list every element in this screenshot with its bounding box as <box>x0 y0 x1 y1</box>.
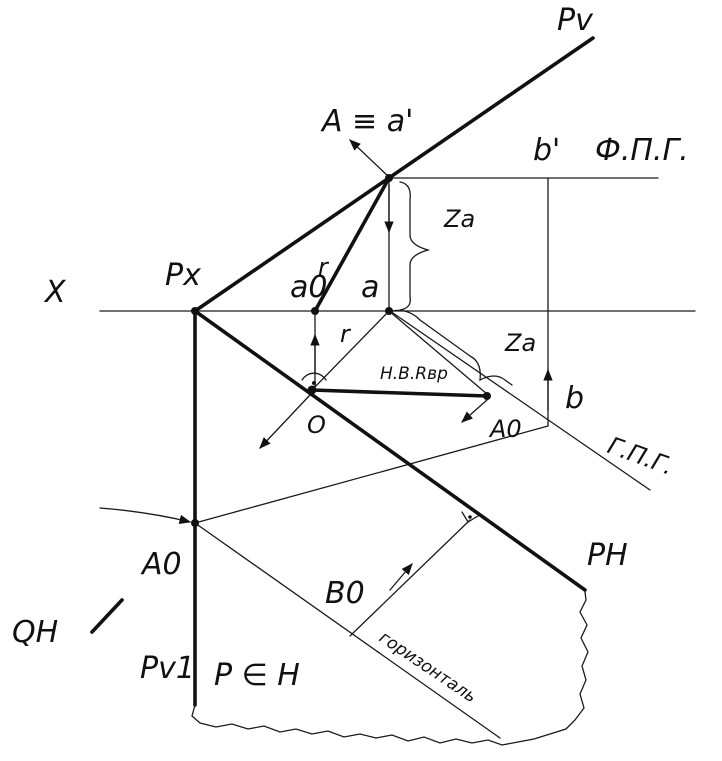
label-b: b <box>565 381 584 416</box>
label-ph: PH <box>587 538 628 573</box>
b0-perpendicular-line <box>349 519 471 637</box>
label-b-prime: b' <box>533 133 560 168</box>
point-px <box>191 307 199 315</box>
right-angle-dot-o <box>312 381 316 385</box>
left-a0-to-gpg-line <box>194 425 549 524</box>
a-to-a0-line <box>388 310 488 395</box>
right-angle-mark-o <box>301 372 327 381</box>
point-a0-prime <box>311 307 319 315</box>
label-x: X <box>43 275 67 310</box>
point-o <box>307 385 317 395</box>
label-horizontal: горизонталь <box>375 628 480 708</box>
label-a0-left: A0 <box>140 547 182 582</box>
brace-za-top <box>399 181 431 311</box>
qh-trace <box>90 598 124 634</box>
label-a-equiv: A ≡ a' <box>320 104 413 139</box>
label-pv: Pv <box>557 3 594 38</box>
right-angle-dot-ph <box>468 515 472 519</box>
point-a-prime <box>385 174 393 182</box>
point-a0-right <box>483 392 491 400</box>
torn-edge <box>191 591 589 746</box>
label-hvr: Н.В.Rвр <box>380 364 448 384</box>
ph-trace <box>193 309 587 592</box>
arrow-a-equiv <box>349 139 391 179</box>
horizontal-line <box>194 522 501 739</box>
label-za-top: Za <box>443 205 475 233</box>
pv-trace <box>193 36 595 313</box>
arrow-down-left <box>259 394 311 449</box>
label-r-bottom: r <box>340 320 352 348</box>
label-fpg: Ф.П.Г. <box>595 133 689 168</box>
label-qh: QH <box>12 615 58 650</box>
label-r-top: r <box>318 253 330 281</box>
label-a0-prime: a0 <box>290 270 327 305</box>
a-to-o-line <box>311 310 390 391</box>
label-pv1: Pv1 <box>140 651 195 686</box>
label-a0-right: A0 <box>488 415 522 443</box>
label-px: Px <box>165 258 201 293</box>
label-gpg: Г.П.Г. <box>604 431 677 480</box>
point-a <box>385 307 393 315</box>
right-angle-mark-ph <box>461 511 479 523</box>
o-to-a0-line <box>310 388 489 398</box>
label-p-in-h: P ∈ H <box>214 658 300 693</box>
arrow-a0-right <box>461 399 488 423</box>
brace-za-bottom <box>391 309 513 386</box>
label-za-bottom: Za <box>504 329 536 357</box>
label-o: O <box>307 411 326 439</box>
gpg-line <box>389 310 651 491</box>
arrow-curved-to-a0 <box>99 507 192 524</box>
a-prime-to-a0-line <box>313 176 391 313</box>
label-a: a <box>361 270 379 305</box>
point-a0-left <box>191 519 199 527</box>
label-b0: B0 <box>325 576 365 611</box>
arrow-b0-up <box>389 563 413 591</box>
